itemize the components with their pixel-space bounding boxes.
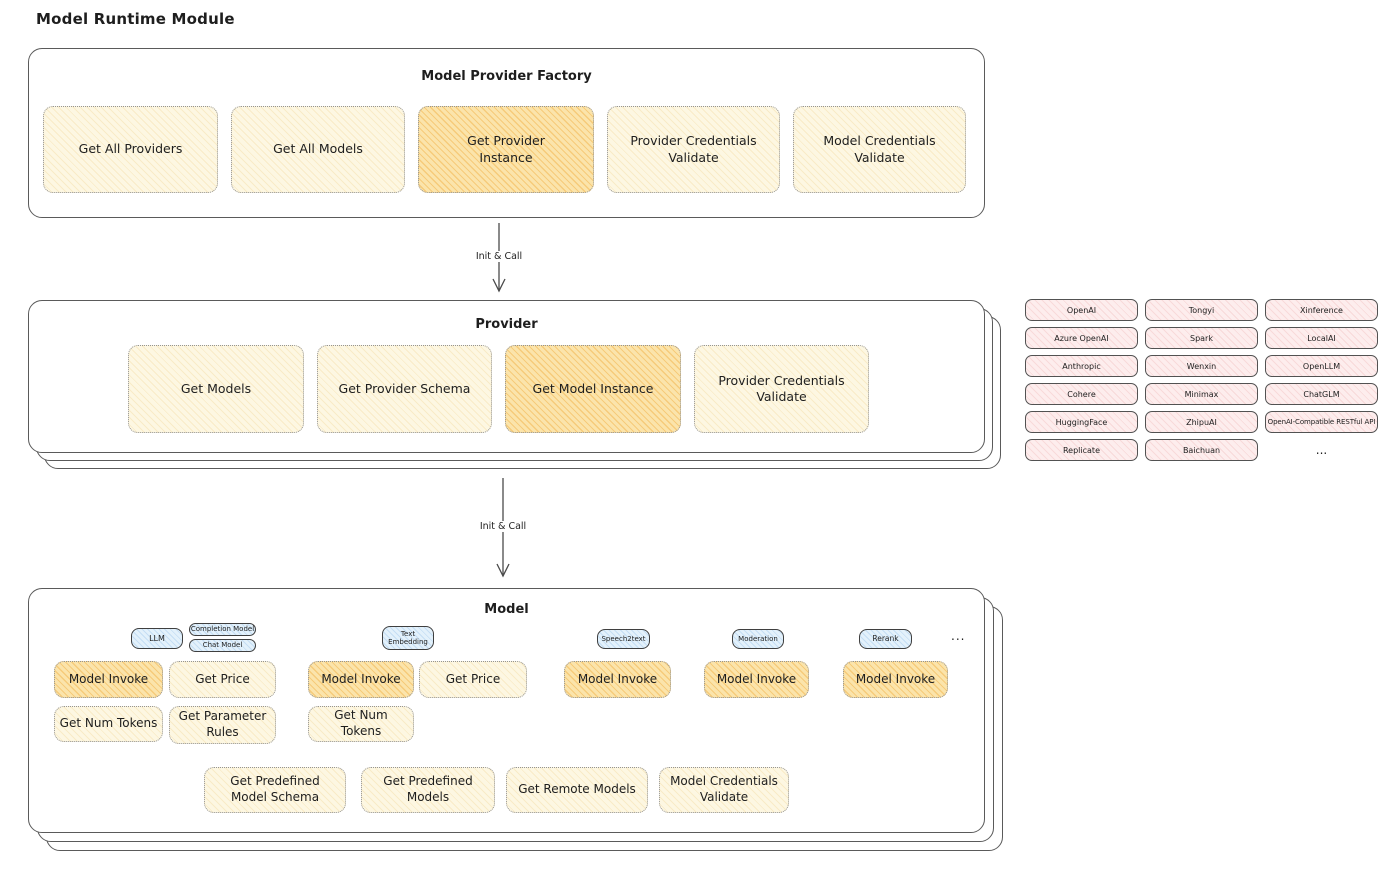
tag-completion-model: Completion Model (189, 623, 256, 636)
pill-tongyi: Tongyi (1145, 299, 1258, 321)
init-call-label-1: Init & Call (472, 251, 526, 262)
node-te-get-price: Get Price (419, 661, 527, 698)
pill-openllm: OpenLLM (1265, 355, 1378, 377)
model-title: Model (484, 602, 529, 617)
pill-spark: Spark (1145, 327, 1258, 349)
provider-logos-grid: OpenAI Tongyi Xinference Azure OpenAI Sp… (1025, 299, 1378, 461)
pill-huggingface: HuggingFace (1025, 411, 1138, 433)
node-get-provider-schema: Get Provider Schema (317, 345, 492, 433)
tag-chat-model: Chat Model (189, 639, 256, 652)
tag-moderation: Moderation (732, 629, 784, 649)
pill-replicate: Replicate (1025, 439, 1138, 461)
provider-title: Provider (475, 317, 538, 332)
node-provider-credentials-validate-2: Provider Credentials Validate (694, 345, 869, 433)
node-model-credentials-validate-2: Model Credentials Validate (659, 767, 789, 813)
node-llm-get-parameter-rules: Get Parameter Rules (169, 706, 276, 744)
tag-text-embedding: Text Embedding (382, 626, 434, 650)
factory-title: Model Provider Factory (421, 69, 592, 84)
init-call-label-2: Init & Call (476, 521, 530, 532)
node-rerank-model-invoke: Model Invoke (843, 661, 948, 698)
tag-llm: LLM (131, 628, 183, 649)
pill-openai: OpenAI (1025, 299, 1138, 321)
pill-zhipuai: ZhipuAI (1145, 411, 1258, 433)
node-llm-model-invoke: Model Invoke (54, 661, 163, 698)
node-get-predefined-model-schema: Get Predefined Model Schema (204, 767, 346, 813)
pill-minimax: Minimax (1145, 383, 1258, 405)
pill-azure-openai: Azure OpenAI (1025, 327, 1138, 349)
node-get-all-models: Get All Models (231, 106, 405, 193)
model-frame: Model LLM Completion Model Chat Model Te… (28, 588, 985, 833)
pill-chatglm: ChatGLM (1265, 383, 1378, 405)
pill-anthropic: Anthropic (1025, 355, 1138, 377)
pill-baichuan: Baichuan (1145, 439, 1258, 461)
pill-localai: LocalAI (1265, 327, 1378, 349)
tag-rerank: Rerank (859, 629, 912, 649)
pill-openai-compatible-restful-api: OpenAI-Compatible RESTful API (1265, 411, 1378, 433)
node-get-remote-models: Get Remote Models (506, 767, 648, 813)
tag-speech2text: Speech2text (597, 629, 650, 649)
tags-more-ellipsis: ... (951, 629, 966, 643)
node-get-models: Get Models (128, 345, 304, 433)
node-moderation-model-invoke: Model Invoke (704, 661, 809, 698)
factory-frame: Model Provider Factory Get All Providers… (28, 48, 985, 218)
logos-more-ellipsis: ... (1315, 443, 1328, 457)
node-s2t-model-invoke: Model Invoke (564, 661, 671, 698)
node-get-predefined-models: Get Predefined Models (361, 767, 495, 813)
provider-frame: Provider Get Models Get Provider Schema … (28, 300, 985, 453)
page-title: Model Runtime Module (36, 10, 235, 28)
node-provider-credentials-validate: Provider Credentials Validate (607, 106, 780, 193)
pill-cohere: Cohere (1025, 383, 1138, 405)
node-model-credentials-validate: Model Credentials Validate (793, 106, 966, 193)
pill-wenxin: Wenxin (1145, 355, 1258, 377)
node-llm-get-num-tokens: Get Num Tokens (54, 706, 163, 742)
node-get-all-providers: Get All Providers (43, 106, 218, 193)
pill-xinference: Xinference (1265, 299, 1378, 321)
node-get-provider-instance: Get Provider Instance (418, 106, 594, 193)
node-get-model-instance: Get Model Instance (505, 345, 681, 433)
node-te-get-num-tokens: Get Num Tokens (308, 706, 414, 742)
node-llm-get-price: Get Price (169, 661, 276, 698)
node-te-model-invoke: Model Invoke (308, 661, 414, 698)
